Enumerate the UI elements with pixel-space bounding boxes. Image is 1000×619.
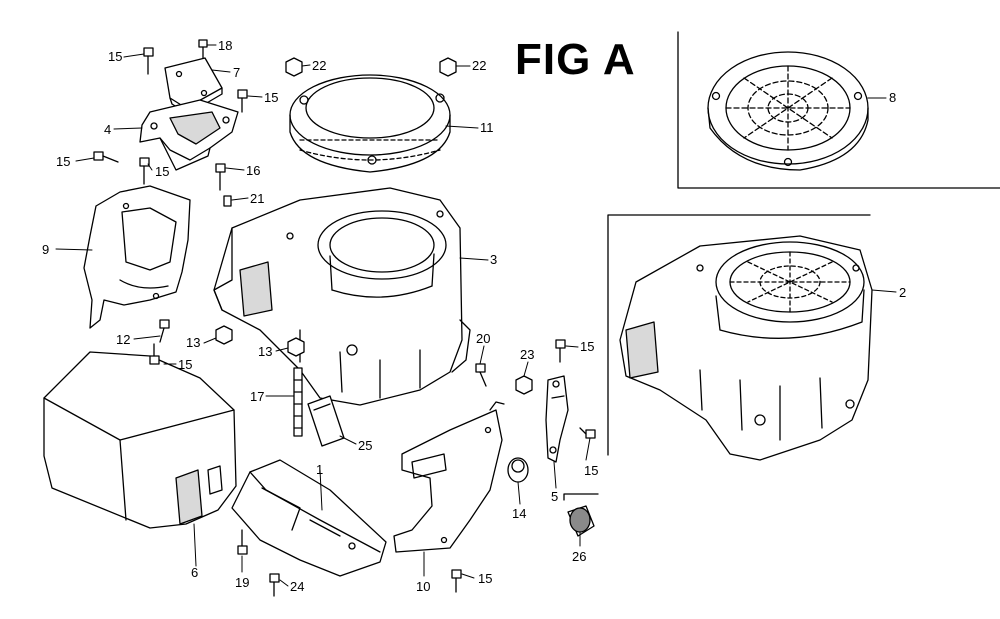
callout-15: 15 [108,49,123,64]
callout-15: 15 [178,357,193,372]
callout-21: 21 [250,191,265,206]
callout-18: 18 [218,38,233,53]
callout-7: 7 [233,65,241,80]
part-14-grommet [507,457,529,483]
callout-16: 16 [246,163,261,178]
callout-15: 15 [584,463,599,478]
inset-frame-lower [607,214,871,456]
callout-15: 15 [580,339,595,354]
callout-13: 13 [186,335,201,350]
part-4-bracket [139,99,239,171]
part-9-air-guide [83,185,191,329]
part-3-blower-housing [213,187,471,406]
callout-5: 5 [551,489,559,504]
callout-22: 22 [312,58,327,73]
part-8-fan-screen [707,51,869,171]
callout-19: 19 [235,575,250,590]
part-10-baffle [393,401,505,553]
fasteners [93,39,596,597]
inset-frame-upper [677,31,1000,189]
part-26-cap [563,493,599,537]
callout-26: 26 [572,549,587,564]
callout-24: 24 [290,579,305,594]
callout-23: 23 [520,347,535,362]
callout-3: 3 [490,252,498,267]
callout-6: 6 [191,565,199,580]
leader-lines [55,44,897,587]
figure-title: FIG A [515,35,636,84]
callout-15: 15 [155,164,170,179]
callout-15: 15 [478,571,493,586]
callout-17: 17 [250,389,265,404]
part-11-ring-guard [289,74,451,173]
callout-20: 20 [476,331,491,346]
callout-15: 15 [264,90,279,105]
callout-25: 25 [358,438,373,453]
callout-4: 4 [104,122,112,137]
callout-22: 22 [472,58,487,73]
callout-12: 12 [116,332,131,347]
part-1-lower-duct [231,459,387,577]
part-25-plate [307,395,345,447]
part-6-side-cover [43,351,237,529]
callout-11: 11 [480,120,494,135]
part-17-stud [293,367,303,437]
callout-8: 8 [889,90,897,105]
part-2-housing-assembly [619,235,873,461]
part-5-bracket [545,375,569,463]
callout-15: 15 [56,154,71,169]
callout-1: 1 [316,462,324,477]
callout-13: 13 [258,344,273,359]
callout-10: 10 [416,579,431,594]
callout-14: 14 [512,506,527,521]
callout-2: 2 [899,285,907,300]
callout-9: 9 [42,242,50,257]
